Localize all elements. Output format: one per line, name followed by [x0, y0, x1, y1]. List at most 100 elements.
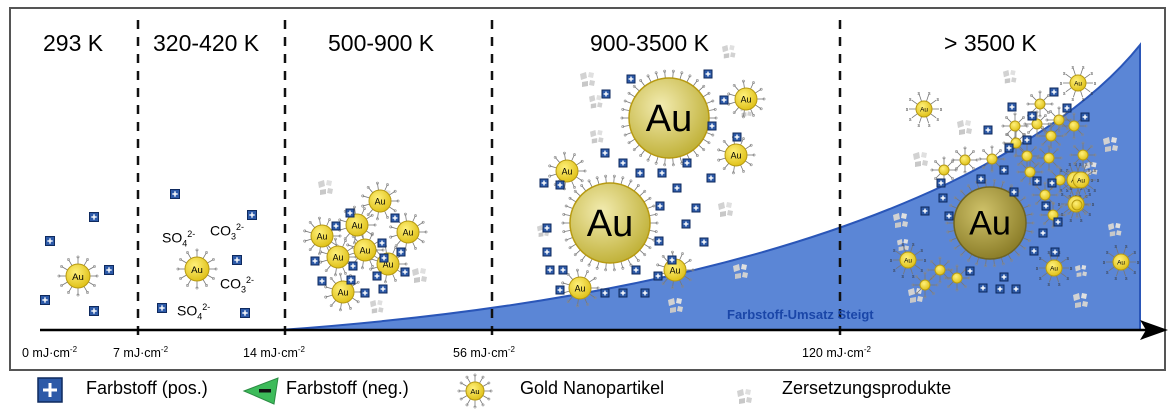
svg-text:Au: Au — [1117, 260, 1125, 267]
gold-nanoparticle-icon: Au — [899, 251, 917, 269]
dye-pos-icon — [345, 208, 355, 218]
dye-pos-icon — [157, 303, 167, 313]
svg-text:s: s — [1125, 244, 1128, 250]
gold-nanoparticle-icon: Au — [1072, 171, 1090, 189]
svg-text:s: s — [1071, 65, 1074, 71]
dye-pos-icon — [965, 266, 975, 276]
svg-text:s: s — [1063, 71, 1066, 77]
large-gold-particle: Au — [569, 182, 651, 264]
svg-text:Au: Au — [403, 228, 414, 238]
zone-title-500-900k: 500-900 K — [328, 30, 435, 56]
dye-pos-icon — [331, 221, 341, 231]
ligand-shell — [951, 146, 979, 174]
ligand-shell — [57, 255, 99, 297]
svg-text:s: s — [917, 123, 920, 129]
gold-nanoparticle-icon — [1043, 152, 1055, 164]
decomposition-product-icon — [318, 180, 333, 195]
dye-pos-icon — [1053, 217, 1063, 227]
gold-nanoparticle-icon — [1045, 130, 1057, 142]
svg-text:Au: Au — [375, 197, 386, 207]
svg-text:s: s — [1074, 162, 1077, 168]
dye-pos-icon — [346, 275, 356, 285]
ligand-shell — [978, 145, 1006, 173]
svg-text:s: s — [1114, 244, 1117, 250]
gold-nanoparticle-icon: Au — [734, 87, 758, 111]
dye-pos-icon — [390, 213, 400, 223]
svg-text:s: s — [1063, 91, 1066, 97]
dye-pos-icon — [1027, 111, 1037, 121]
svg-text:s: s — [1067, 276, 1070, 282]
svg-text:Au: Au — [333, 253, 344, 263]
ligand-shell — [1001, 112, 1029, 140]
svg-text:s: s — [1089, 212, 1092, 218]
svg-text:s: s — [906, 107, 909, 113]
svg-text:s: s — [1080, 186, 1083, 192]
sulfate-label-1: SO42- — [162, 229, 196, 249]
ligand-shell — [930, 156, 958, 184]
dye-pos-icon — [703, 69, 713, 79]
dye-pos-icon — [655, 201, 665, 211]
dye-pos-icon — [1009, 187, 1019, 197]
dye-pos-icon — [545, 265, 555, 275]
dye-neg-legend-icon — [242, 377, 279, 405]
svg-text:s: s — [1058, 282, 1061, 288]
svg-text:s: s — [890, 258, 893, 264]
decomposition-product-icon — [718, 202, 733, 217]
decomposition-product-icon — [590, 130, 604, 144]
svg-text:s: s — [1134, 250, 1137, 256]
svg-text:s: s — [1106, 250, 1109, 256]
svg-text:s: s — [1067, 256, 1070, 262]
dye-pos-icon — [618, 288, 628, 298]
svg-text:s: s — [912, 242, 915, 248]
svg-text:s: s — [1039, 256, 1042, 262]
svg-text:s: s — [1071, 97, 1074, 103]
svg-text:s: s — [1079, 162, 1082, 168]
dye-pos-icon — [40, 295, 50, 305]
dye-pos-icon — [247, 210, 257, 220]
dye-pos-icon — [626, 74, 636, 84]
decomposition-product-icon — [1073, 293, 1088, 308]
svg-text:s: s — [901, 274, 904, 280]
svg-text:s: s — [1085, 162, 1088, 168]
dye-pos-icon — [377, 238, 387, 248]
dye-pos-icon — [983, 125, 993, 135]
dye-pos-icon — [360, 288, 370, 298]
dye-pos-icon — [558, 265, 568, 275]
svg-text:s: s — [1082, 97, 1085, 103]
svg-text:s: s — [928, 123, 931, 129]
legend-dye-neg: Farbstoff (neg.) — [286, 378, 409, 398]
legend-gold-np: Gold Nanopartikel — [520, 378, 665, 398]
zone-title-320-420k: 320-420 K — [153, 30, 260, 56]
gold-nanoparticle-icon — [1021, 150, 1033, 162]
svg-text:Au: Au — [470, 387, 479, 396]
gold-nanoparticle-icon: Au — [915, 100, 933, 118]
svg-text:Au: Au — [1050, 266, 1058, 273]
gold-nanoparticle-icon — [986, 153, 998, 165]
svg-text:s: s — [909, 117, 912, 123]
ligand-shell — [727, 79, 766, 119]
ligand-shell — [561, 174, 659, 272]
dye-pos-icon — [104, 265, 114, 275]
dye-pos-icon — [631, 265, 641, 275]
zone-dividers — [136, 20, 842, 335]
tick-0: 0 mJ·cm-2 — [22, 345, 78, 361]
ligand-shell — [176, 248, 218, 290]
dye-pos-icon — [600, 288, 610, 298]
gold-nanoparticle-icon: Au — [1112, 253, 1130, 271]
dye-pos-icon — [706, 173, 716, 183]
zone-title-over-3500k: > 3500 K — [944, 30, 1037, 56]
svg-text:Au: Au — [741, 95, 752, 105]
ligand-shell — [943, 264, 971, 292]
gold-nanoparticle-icon — [1039, 189, 1051, 201]
gold-nanoparticle-icon — [919, 279, 931, 291]
dye-pos-icon — [601, 89, 611, 99]
svg-text:s: s — [901, 242, 904, 248]
dye-pos-icon — [232, 255, 242, 265]
dye-pos-icon — [539, 178, 549, 188]
tick-120: 120 mJ·cm-2 — [802, 345, 871, 361]
